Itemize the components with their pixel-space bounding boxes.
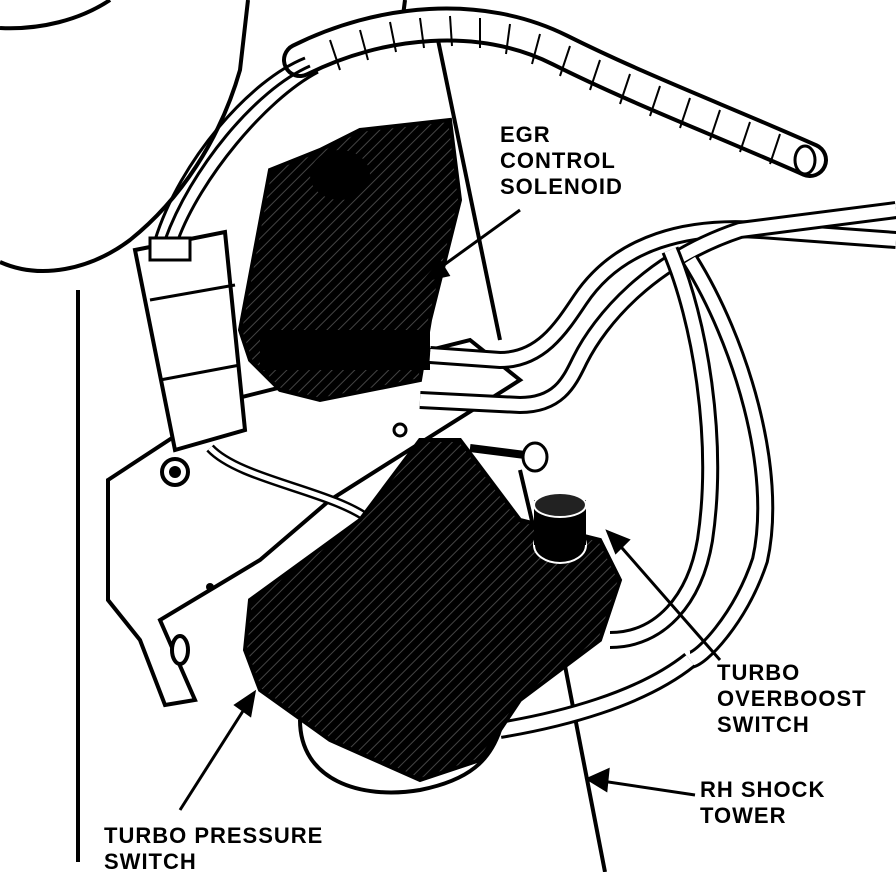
rh-shock-tower-label: RH SHOCK TOWER: [700, 777, 826, 828]
turbo-overboost-switch-label: TURBO OVERBOOST SWITCH: [717, 660, 867, 737]
egr-control-solenoid-body: [237, 117, 463, 403]
egr-control-solenoid-label: EGR CONTROL SOLENOID: [500, 122, 623, 199]
harness-wires: [153, 56, 319, 241]
electrical-connector: [132, 229, 248, 453]
turbo-pressure-switch-label: TURBO PRESSURE SWITCH: [104, 823, 324, 872]
vacuum-hoses: [419, 201, 896, 739]
mounting-screw: [392, 422, 549, 473]
corrugated-harness-tube: [282, 6, 828, 178]
leader-arrows: [178, 208, 722, 811]
turbo-switch-assembly: [242, 438, 623, 795]
air-cleaner-outline: [0, 0, 250, 273]
